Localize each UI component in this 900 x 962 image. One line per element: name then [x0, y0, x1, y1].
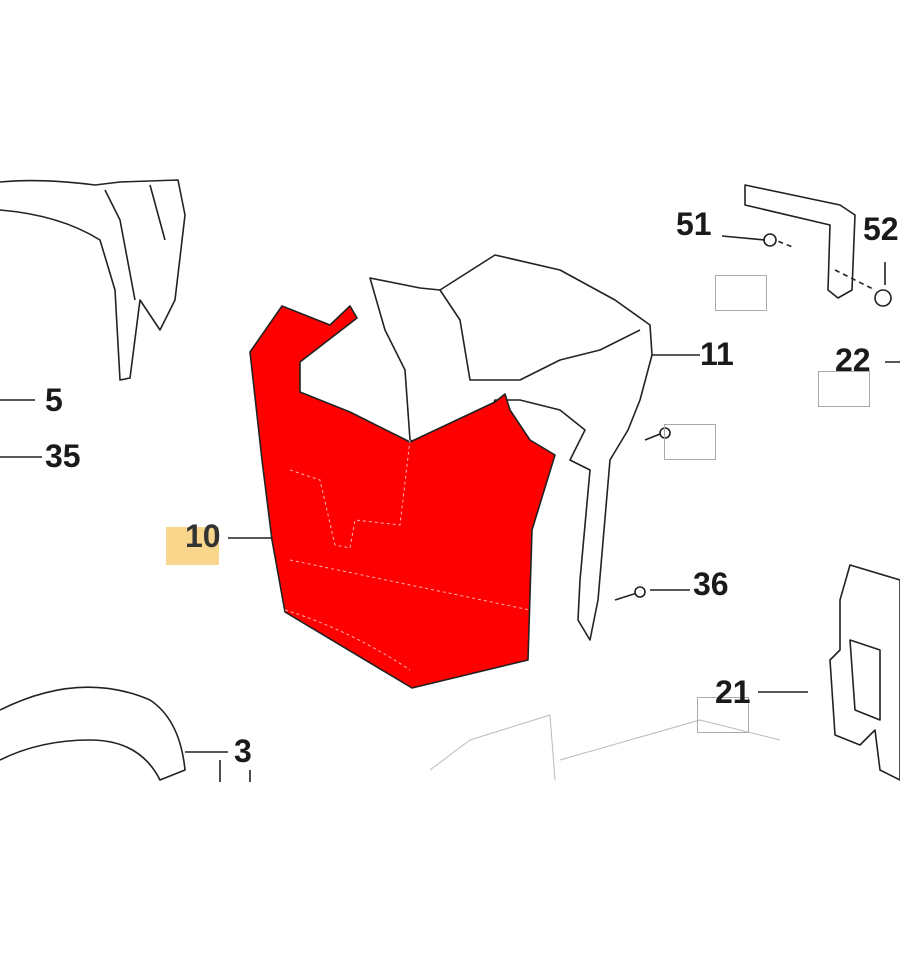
label-box — [818, 371, 870, 407]
callout-35[interactable]: 35 — [45, 438, 81, 474]
callout-51[interactable]: 51 — [676, 206, 712, 242]
callout-36[interactable]: 36 — [693, 566, 729, 602]
callout-5[interactable]: 5 — [45, 382, 63, 418]
part-10-highlighted — [249, 305, 556, 689]
part-left-top — [0, 179, 186, 381]
callout-10[interactable]: 10 — [185, 518, 221, 554]
highlight-label-background — [166, 527, 219, 565]
callout-21[interactable]: 21 — [715, 674, 751, 710]
callout-22[interactable]: 22 — [835, 342, 871, 378]
callout-52[interactable]: 52 — [863, 211, 899, 247]
label-box — [664, 424, 716, 460]
callout-11[interactable]: 11 — [700, 336, 734, 372]
callout-3[interactable]: 3 — [234, 733, 252, 769]
part-21 — [829, 564, 900, 781]
part-bracket — [744, 184, 856, 299]
part-3 — [0, 686, 186, 781]
label-box — [715, 275, 767, 311]
label-box — [697, 697, 749, 733]
